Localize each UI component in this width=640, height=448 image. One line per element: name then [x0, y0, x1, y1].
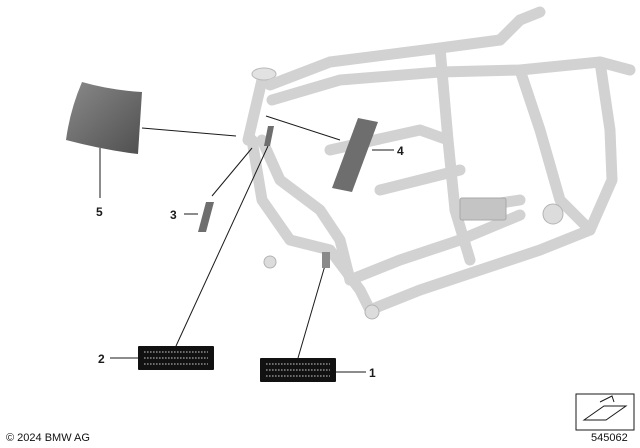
reference-arrow-icon [575, 393, 635, 431]
callout-4: 4 [397, 144, 404, 158]
leader-line-1b [297, 261, 327, 359]
leader-line-2b [175, 145, 269, 347]
frame-marker-upper [264, 126, 274, 146]
part-1-label [260, 358, 336, 382]
callout-2: 2 [98, 352, 105, 366]
part-5-plate [66, 82, 142, 154]
leader-line-3b [211, 147, 253, 197]
leader-line-5b [141, 127, 237, 137]
part-3-strip [198, 202, 214, 232]
motorcycle-frame [242, 6, 636, 320]
part-4-plate [332, 118, 378, 192]
callout-5: 5 [96, 205, 103, 219]
leader-line-4b [265, 115, 341, 141]
callout-3: 3 [170, 208, 177, 222]
frame-marker-lower [322, 252, 330, 268]
reference-number: 545062 [591, 432, 628, 444]
part-2-label [138, 346, 214, 370]
copyright-text: © 2024 BMW AG [6, 432, 90, 444]
callout-1: 1 [369, 366, 376, 380]
